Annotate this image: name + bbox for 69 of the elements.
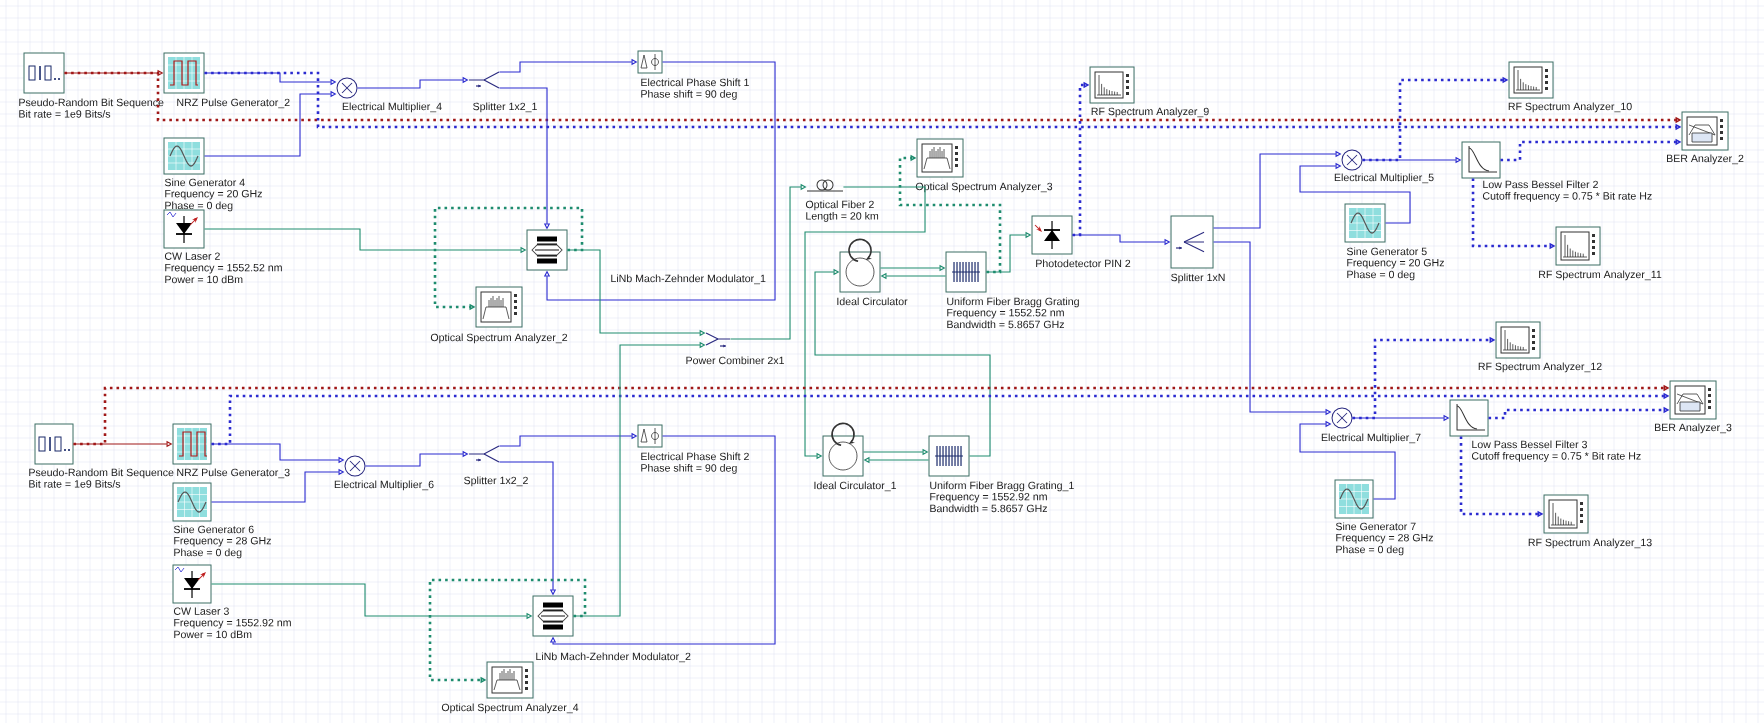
component-label: Splitter 1x2_2 (464, 476, 528, 487)
component-label: Photodetector PIN 2 (1036, 259, 1131, 268)
component-label: Pseudo-Random Bit Sequence (29, 468, 174, 479)
parameter-text: Cutoff frequency = 0.75 * Bit rate Hz (1482, 191, 1652, 202)
component-label: Low Pass Bessel Filter 2 (1483, 180, 1598, 189)
parameter-text: Phase shift = 90 deg (641, 463, 737, 474)
connector (549, 435, 776, 645)
connector (814, 268, 991, 457)
component-label: RF Spectrum Analyzer_10 (1508, 102, 1632, 113)
parameter-text: Cutoff frequency = 0.75 * Bit rate Hz (1471, 451, 1641, 462)
component-label: Electrical Multiplier_4 (342, 102, 442, 113)
component-label: Uniform Fiber Bragg Grating_1 (930, 481, 1074, 492)
component-label: RF Spectrum Analyzer_11 (1539, 270, 1662, 281)
parameter-text: Bit rate = 1e9 Bits/s (19, 109, 111, 118)
connector (1299, 162, 1411, 224)
component-label: Optical Spectrum Analyzer_2 (430, 333, 568, 344)
component-label: CW Laser 3 (173, 607, 229, 615)
component-label: Pseudo-Random Bit Sequence (19, 98, 164, 109)
component-label: Optical Fiber 2 (805, 200, 874, 211)
component-label: Splitter 1xN (1171, 273, 1225, 284)
connector (1299, 420, 1396, 500)
parameter-text: Frequency = 20 GHz (165, 189, 262, 200)
parameter-text: Phase = 0 deg (165, 201, 233, 212)
component-label: Low Pass Bessel Filter 3 (1472, 440, 1587, 449)
connector (543, 61, 776, 301)
component-label: Electrical Multiplier_6 (334, 480, 434, 491)
parameter-text: Phase = 0 deg (174, 548, 242, 559)
component-label: Ideal Circulator (837, 297, 908, 306)
component-label: LiNb Mach-Zehnder Modulator_1 (611, 274, 766, 285)
parameter-text: Frequency = 20 GHz (1347, 258, 1444, 269)
component-label: Electrical Multiplier_7 (1321, 433, 1421, 444)
parameter-text: Frequency = 1552.52 nm (947, 308, 1064, 319)
component-label: CW Laser 2 (164, 252, 220, 260)
component-label: NRZ Pulse Generator_3 (177, 468, 290, 479)
parameter-text: Phase shift = 90 deg (641, 89, 737, 100)
component-label: Uniform Fiber Bragg Grating (947, 297, 1079, 308)
component-label: RF Spectrum Analyzer_13 (1528, 538, 1652, 549)
component-label: Splitter 1x2_1 (473, 102, 537, 113)
component-label: Sine Generator 4 (164, 178, 245, 187)
component-label: RF Spectrum Analyzer_12 (1478, 362, 1602, 373)
component-label: Electrical Multiplier_5 (1334, 173, 1434, 184)
component-label: Electrical Phase Shift 1 (641, 78, 749, 87)
parameter-text: Bandwidth = 5.8657 GHz (930, 504, 1047, 513)
parameter-text: Frequency = 1552.92 nm (174, 618, 291, 629)
component-label: Power Combiner 2x1 (686, 356, 784, 365)
component-label: Sine Generator 6 (173, 525, 254, 534)
parameter-text: Bit rate = 1e9 Bits/s (29, 479, 121, 488)
parameter-text: Frequency = 28 GHz (174, 536, 271, 547)
parameter-text: Frequency = 1552.92 nm (930, 492, 1047, 503)
component-label: BER Analyzer_3 (1655, 423, 1732, 434)
parameter-text: Power = 10 dBm (174, 630, 252, 639)
parameter-text: Length = 20 km (806, 211, 879, 222)
component-label: Ideal Circulator_1 (814, 481, 896, 492)
component-label: NRZ Pulse Generator_2 (177, 98, 290, 109)
component-label: LiNb Mach-Zehnder Modulator_2 (536, 652, 691, 663)
component-label: Electrical Phase Shift 2 (641, 452, 749, 461)
component-label: Sine Generator 7 (1335, 522, 1416, 531)
parameter-text: Phase = 0 deg (1336, 545, 1404, 556)
parameter-text: Phase = 0 deg (1347, 270, 1415, 281)
parameter-text: Power = 10 dBm (165, 275, 243, 284)
parameter-text: Bandwidth = 5.8657 GHz (947, 320, 1064, 329)
parameter-text: Frequency = 1552.52 nm (165, 263, 282, 274)
component-label: BER Analyzer_2 (1667, 154, 1744, 165)
component-label: Sine Generator 5 (1346, 247, 1427, 256)
component-label: RF Spectrum Analyzer_9 (1091, 107, 1209, 118)
connector (898, 154, 1002, 274)
component-label: Optical Spectrum Analyzer_3 (915, 182, 1053, 193)
parameter-text: Frequency = 28 GHz (1336, 533, 1433, 544)
component-label: Optical Spectrum Analyzer_4 (441, 703, 579, 714)
